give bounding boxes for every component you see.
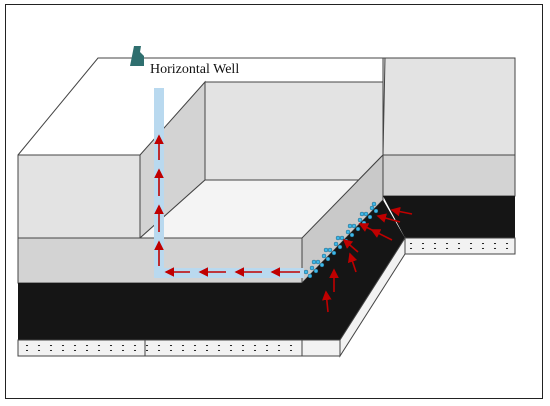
flow-arrow-icon	[358, 223, 377, 233]
overburden-front-face-left	[17, 154, 141, 239]
well-label: Horizontal Well	[150, 62, 240, 77]
flow-arrow-icon	[390, 206, 413, 217]
flow-arrow-icon	[376, 213, 401, 223]
overburden-right-block	[382, 57, 516, 156]
flow-arrow-icon	[322, 290, 332, 313]
reservoir-front	[18, 283, 302, 340]
flow-arrow-icon	[347, 252, 358, 273]
wellbore-horizontal	[154, 268, 304, 278]
flow-arrow-icon	[342, 238, 359, 253]
reservoir-right	[383, 196, 515, 238]
wellbore-flow-arrows	[154, 134, 300, 277]
base-layer	[17, 236, 516, 358]
drilling-rig-icon	[130, 46, 144, 66]
fracture-flow-arrows	[322, 206, 413, 313]
cap-layer-right	[382, 154, 516, 197]
figure-frame	[5, 4, 543, 399]
